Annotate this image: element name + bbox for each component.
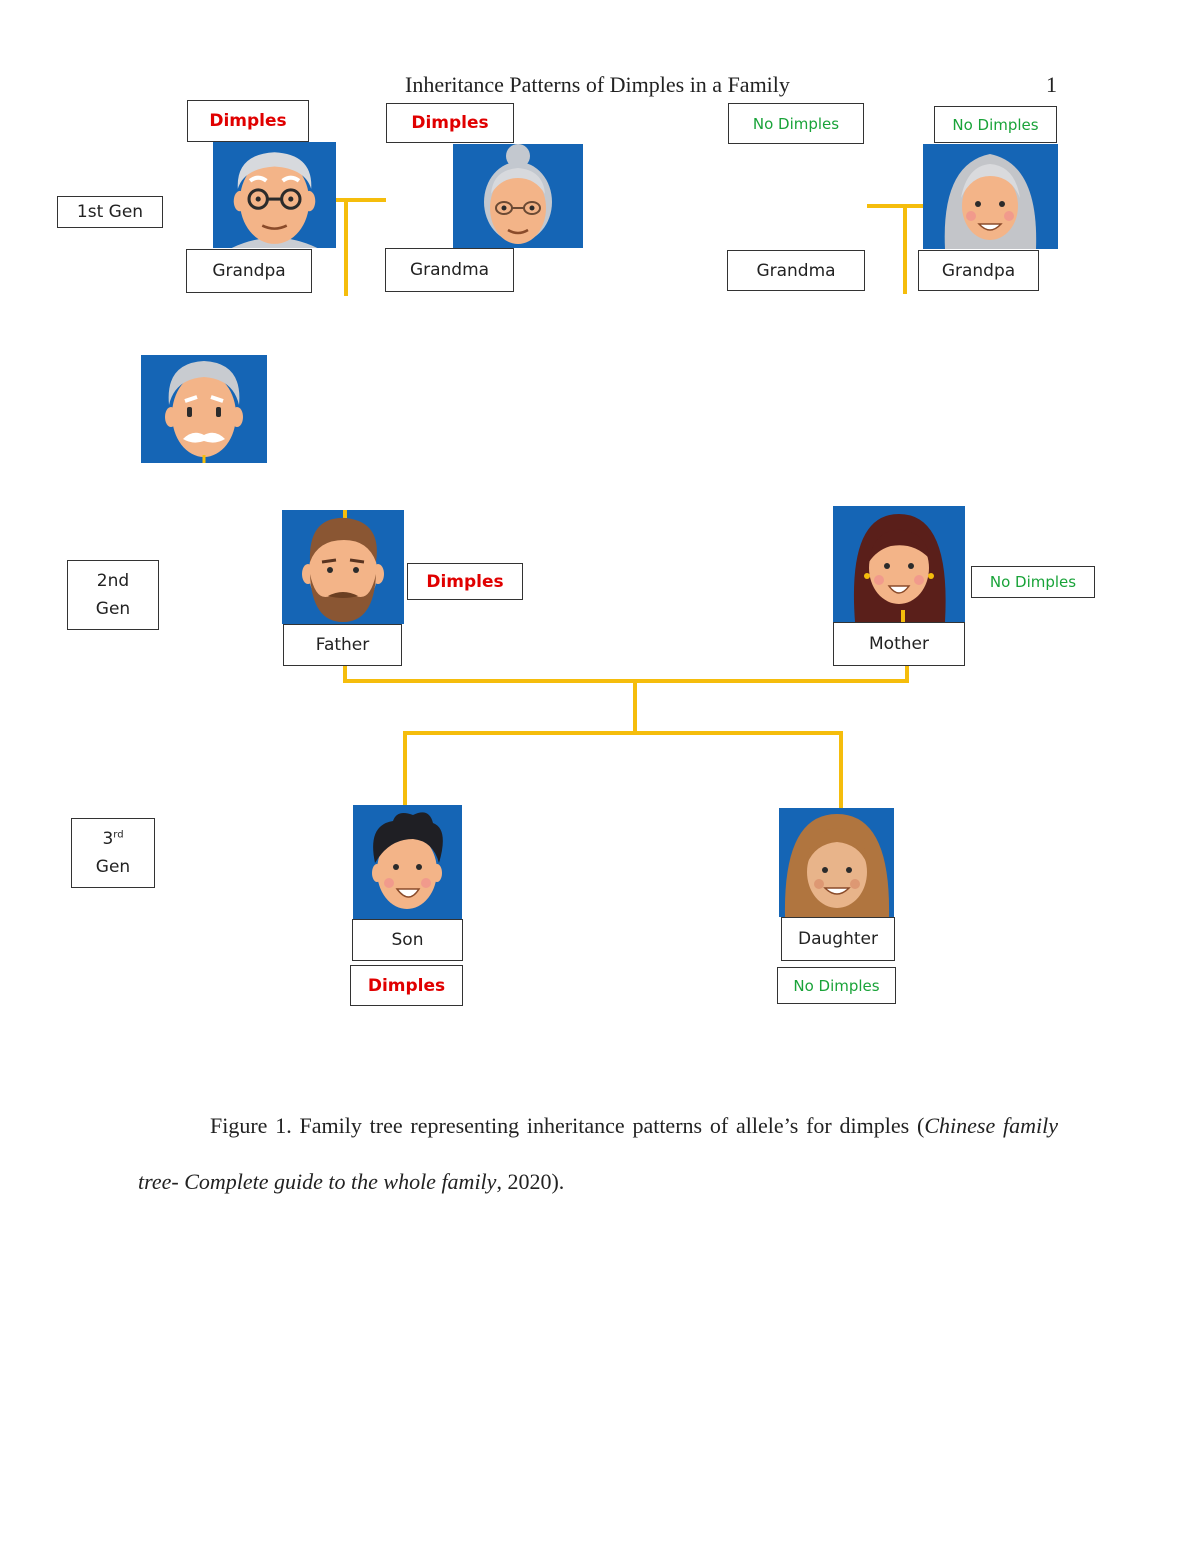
name-text: Son bbox=[391, 930, 424, 950]
trait-label-grandma-left: Dimples bbox=[386, 103, 514, 143]
connector-right-couple-horizontal bbox=[867, 204, 929, 208]
name-text: Grandpa bbox=[212, 261, 286, 281]
portrait-extra-old-man bbox=[141, 355, 267, 463]
portrait-grandpa-left bbox=[213, 142, 336, 248]
page-number: 1 bbox=[1046, 72, 1057, 97]
woman-dark-hair-face-icon bbox=[833, 506, 965, 622]
trait-text: Dimples bbox=[411, 113, 489, 133]
name-label-grandma-right: Grandma bbox=[727, 250, 865, 291]
name-label-grandpa-right: Grandpa bbox=[918, 250, 1039, 291]
generation-third-base: 3 bbox=[102, 829, 114, 849]
old-man-glasses-face-icon bbox=[213, 142, 336, 248]
name-text: Grandma bbox=[756, 260, 836, 281]
name-label-son: Son bbox=[352, 919, 463, 961]
old-woman-long-hair-face-icon bbox=[923, 144, 1058, 249]
portrait-grandpa-right bbox=[923, 144, 1058, 249]
generation-label-second: 2nd Gen bbox=[67, 560, 159, 630]
trait-label-father: Dimples bbox=[407, 563, 523, 600]
portrait-daughter bbox=[779, 808, 894, 917]
generation-label-first: 1st Gen bbox=[57, 196, 163, 228]
connector-father-stub bbox=[343, 665, 347, 683]
old-woman-glasses-face-icon bbox=[453, 144, 583, 248]
connector-left-couple-vertical bbox=[344, 200, 348, 296]
name-text: Daughter bbox=[798, 929, 878, 949]
connector-left-couple-horizontal bbox=[314, 198, 386, 202]
figure-caption: Figure 1. Family tree representing inher… bbox=[138, 1098, 1058, 1210]
connector-parents-down bbox=[633, 681, 637, 733]
generation-second-line2: Gen bbox=[95, 599, 131, 619]
trait-label-grandpa-right: No Dimples bbox=[934, 106, 1057, 143]
trait-text: No Dimples bbox=[952, 115, 1039, 134]
caption-prefix: Figure 1. Family tree representing inher… bbox=[210, 1113, 925, 1138]
connector-children-horizontal bbox=[403, 731, 843, 735]
name-text: Mother bbox=[869, 634, 929, 654]
trait-label-son: Dimples bbox=[350, 965, 463, 1006]
trait-label-grandpa-left: Dimples bbox=[187, 100, 309, 142]
connector-daughter-vertical bbox=[839, 733, 843, 809]
portrait-grandma-left bbox=[453, 144, 583, 248]
generation-label-third: 3rd Gen bbox=[71, 818, 155, 888]
connector-parents-horizontal bbox=[343, 679, 909, 683]
connector-right-couple-vertical bbox=[903, 206, 907, 294]
bearded-man-face-icon bbox=[282, 510, 404, 624]
portrait-mother bbox=[833, 506, 965, 622]
name-label-daughter: Daughter bbox=[781, 917, 895, 961]
name-label-grandma-left: Grandma bbox=[385, 248, 514, 292]
generation-third-sup: rd bbox=[113, 829, 124, 841]
caption-suffix: , 2020). bbox=[496, 1169, 565, 1194]
name-text: Grandpa bbox=[941, 260, 1016, 281]
generation-third-line2: Gen bbox=[95, 857, 131, 877]
trait-text: No Dimples bbox=[752, 114, 840, 133]
trait-label-daughter: No Dimples bbox=[777, 967, 896, 1004]
generation-third-line1: 3rd bbox=[102, 825, 123, 853]
trait-text: No Dimples bbox=[793, 976, 880, 995]
generation-first-text: 1st Gen bbox=[76, 202, 144, 222]
page-header-title: Inheritance Patterns of Dimples in a Fam… bbox=[405, 72, 790, 97]
trait-label-grandma-right: No Dimples bbox=[728, 103, 864, 144]
name-label-mother: Mother bbox=[833, 622, 965, 666]
connector-mother-stub bbox=[905, 665, 909, 683]
trait-text: Dimples bbox=[209, 111, 287, 131]
connector-son-vertical bbox=[403, 733, 407, 805]
name-label-grandpa-left: Grandpa bbox=[186, 249, 312, 293]
name-text: Grandma bbox=[409, 260, 490, 280]
girl-face-icon bbox=[779, 808, 894, 917]
trait-label-mother: No Dimples bbox=[971, 566, 1095, 598]
portrait-son bbox=[353, 805, 462, 919]
trait-text: Dimples bbox=[426, 571, 504, 592]
generation-second-line1: 2nd bbox=[96, 571, 130, 591]
caption-citation: Chinese family tree- Complete guide to t… bbox=[138, 1113, 1058, 1194]
trait-text: No Dimples bbox=[989, 573, 1077, 591]
old-man-mustache-face-icon bbox=[141, 355, 267, 463]
boy-face-icon bbox=[353, 805, 462, 919]
portrait-father bbox=[282, 510, 404, 624]
name-text: Father bbox=[315, 635, 370, 655]
trait-text: Dimples bbox=[367, 975, 446, 996]
name-label-father: Father bbox=[283, 624, 402, 666]
